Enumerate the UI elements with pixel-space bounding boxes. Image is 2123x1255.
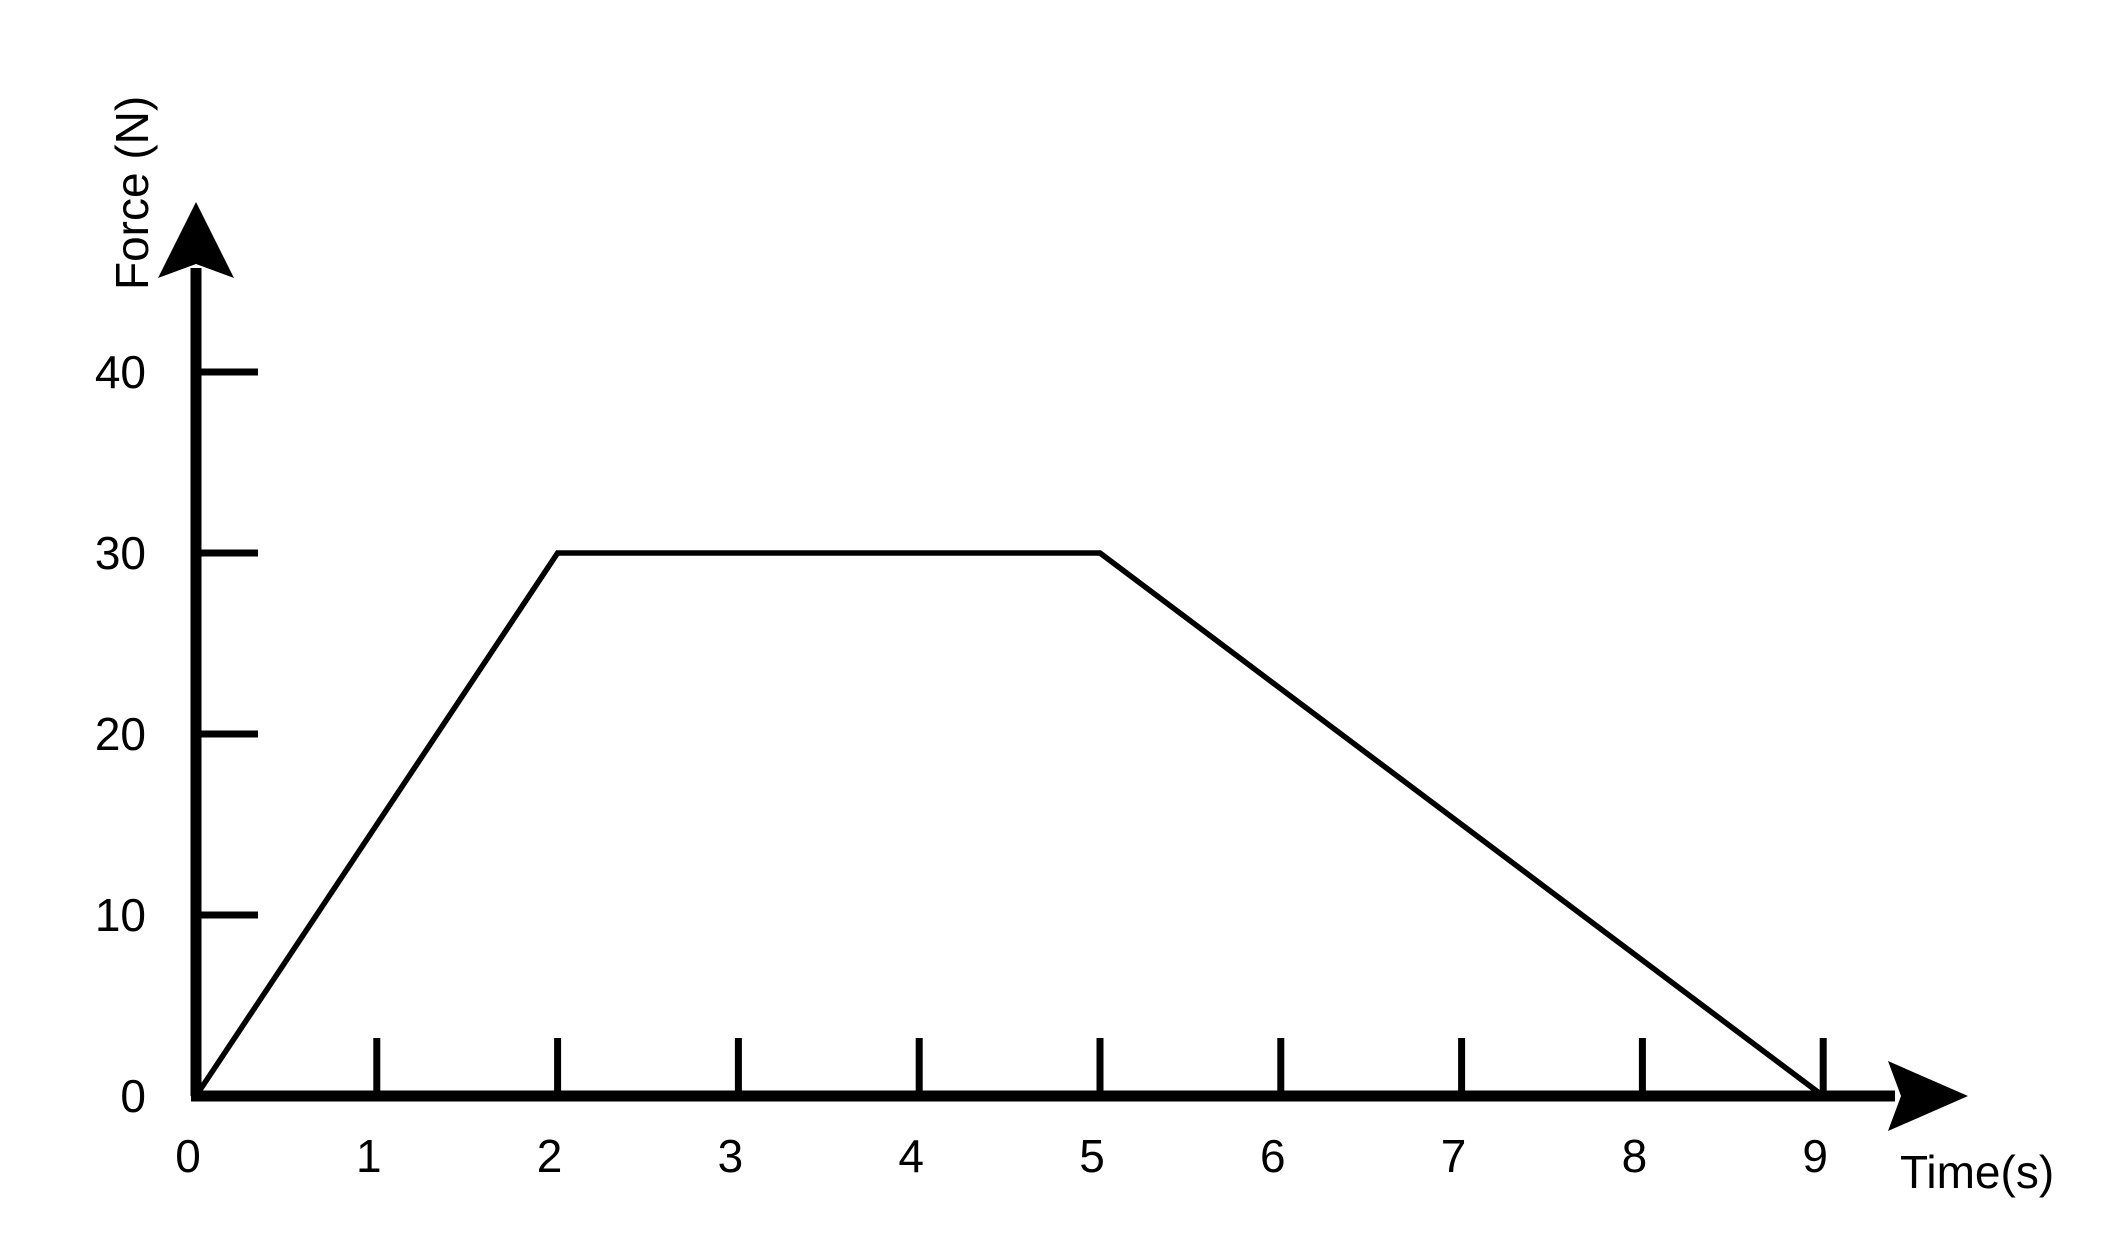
x-tick-label: 4 xyxy=(898,1130,924,1182)
x-axis-arrowhead xyxy=(1888,1061,1968,1131)
x-tick-label: 7 xyxy=(1441,1130,1467,1182)
x-tick-label: 9 xyxy=(1802,1130,1828,1182)
axes xyxy=(158,202,1968,1131)
x-tick-label: 3 xyxy=(718,1130,744,1182)
y-tick-label: 30 xyxy=(95,527,146,579)
y-tick-label: 10 xyxy=(95,889,146,941)
x-tick-label: 8 xyxy=(1622,1130,1648,1182)
y-ticks: 0 10 20 30 40 xyxy=(95,346,258,1122)
x-tick-label: 6 xyxy=(1260,1130,1286,1182)
y-tick-label: 0 xyxy=(120,1070,146,1122)
y-tick-label: 20 xyxy=(95,708,146,760)
y-tick-label: 40 xyxy=(95,346,146,398)
y-axis-arrowhead xyxy=(158,202,234,278)
x-ticks: 0 1 2 3 4 5 6 7 8 9 xyxy=(175,1038,1828,1182)
x-tick-label: 5 xyxy=(1079,1130,1105,1182)
series-line xyxy=(193,550,1825,1099)
x-axis-label: Time(s) xyxy=(1900,1146,2054,1198)
y-axis-label: Force (N) xyxy=(106,96,158,290)
x-tick-label: 1 xyxy=(356,1130,382,1182)
x-tick-label: 2 xyxy=(537,1130,563,1182)
series-group xyxy=(193,550,1825,1099)
x-tick-label: 0 xyxy=(175,1130,201,1182)
